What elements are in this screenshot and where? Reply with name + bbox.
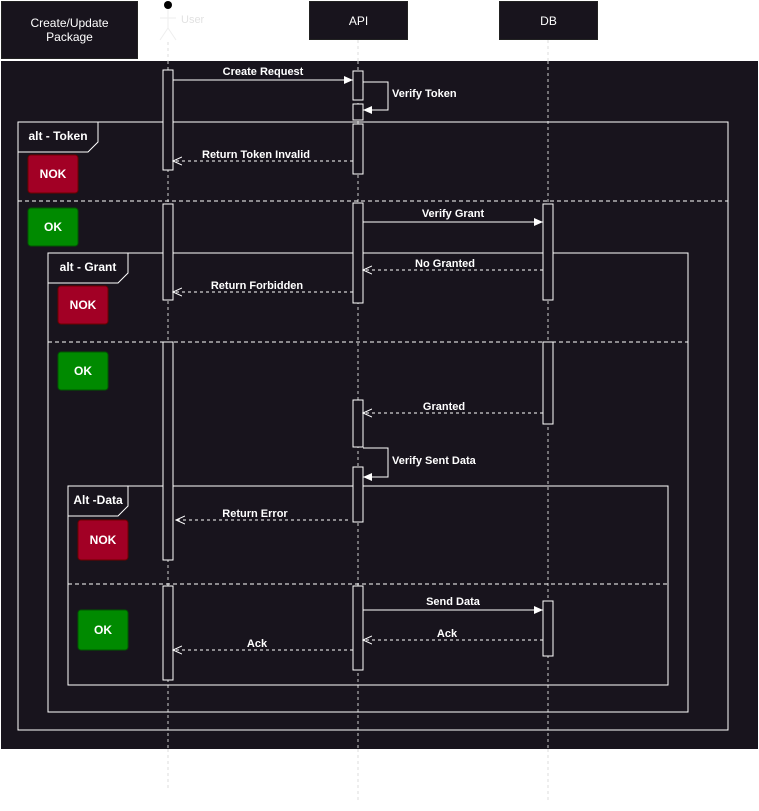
message-send-data: Send Data: [363, 596, 543, 614]
participant-db-label: DB: [540, 13, 557, 28]
api-activation: [352, 70, 364, 101]
nok-badge: NOK: [27, 154, 79, 194]
svg-text:Verify Token: Verify Token: [392, 88, 457, 100]
svg-text:NOK: NOK: [40, 167, 67, 181]
nok-badge: NOK: [57, 285, 109, 325]
db-activation: [542, 600, 554, 657]
api-activation: [352, 466, 364, 523]
svg-text:NOK: NOK: [70, 298, 97, 312]
nok-badge: NOK: [77, 519, 129, 561]
fragment-grant-label: alt - Grant: [60, 260, 117, 274]
message-no-granted: No Granted: [363, 258, 543, 270]
svg-text:Ack: Ack: [247, 638, 268, 650]
message-ack-db: Ack: [363, 628, 543, 640]
message-return-error: Return Error: [176, 508, 348, 520]
svg-text:Send Data: Send Data: [426, 596, 481, 608]
api-activation: [352, 399, 364, 448]
svg-text:Create Request: Create Request: [223, 66, 304, 78]
participant-api: API: [309, 1, 408, 40]
ok-badge: OK: [27, 207, 79, 247]
message-ack-user: Ack: [173, 638, 353, 650]
fragment-token-label: alt - Token: [28, 129, 87, 143]
svg-text:Return Forbidden: Return Forbidden: [211, 280, 304, 292]
fragment-data-label: Alt -Data: [73, 493, 123, 507]
message-granted: Granted: [363, 401, 543, 413]
ok-badge: OK: [77, 609, 129, 651]
user-activation: [162, 69, 174, 171]
db-activation: [542, 341, 554, 425]
svg-text:Verify Sent Data: Verify Sent Data: [392, 455, 477, 467]
participant-user-label: User: [181, 14, 205, 26]
svg-text:Verify Grant: Verify Grant: [422, 208, 485, 220]
user-activation: [162, 341, 174, 561]
fragment-grant: alt - Grant: [47, 252, 689, 713]
api-activation: [352, 585, 364, 671]
participant-api-label: API: [348, 13, 369, 28]
message-create-request: Create Request: [173, 66, 353, 84]
fragment-token: alt - Token: [17, 121, 729, 731]
api-activation: [352, 123, 364, 175]
message-verify-grant: Verify Grant: [363, 208, 543, 226]
svg-text:Return Error: Return Error: [222, 508, 288, 520]
svg-text:Return Token Invalid: Return Token Invalid: [202, 149, 310, 161]
api-activation: [352, 103, 364, 121]
svg-text:NOK: NOK: [90, 533, 117, 547]
user-actor-icon: [159, 1, 177, 41]
user-activation: [162, 203, 174, 301]
message-verify-sent-data: Verify Sent Data: [363, 447, 477, 481]
activation-bars: [162, 69, 554, 681]
svg-text:No Granted: No Granted: [415, 258, 475, 270]
svg-text:OK: OK: [94, 623, 112, 637]
api-activation: [352, 202, 364, 304]
ok-badge: OK: [57, 351, 109, 391]
svg-text:OK: OK: [74, 364, 92, 378]
message-return-forbidden: Return Forbidden: [173, 280, 353, 292]
fragment-data: Alt -Data: [67, 485, 669, 686]
participant-db: DB: [499, 1, 598, 40]
svg-text:Ack: Ack: [437, 628, 458, 640]
message-return-token-invalid: Return Token Invalid: [173, 149, 353, 161]
user-activation: [162, 585, 174, 681]
svg-text:Granted: Granted: [423, 401, 465, 413]
db-activation: [542, 203, 554, 301]
svg-text:OK: OK: [44, 220, 62, 234]
diagram-title-text: Create/Update Package: [30, 16, 109, 44]
diagram-title: Create/Update Package: [1, 1, 138, 59]
message-verify-token: Verify Token: [363, 81, 457, 114]
